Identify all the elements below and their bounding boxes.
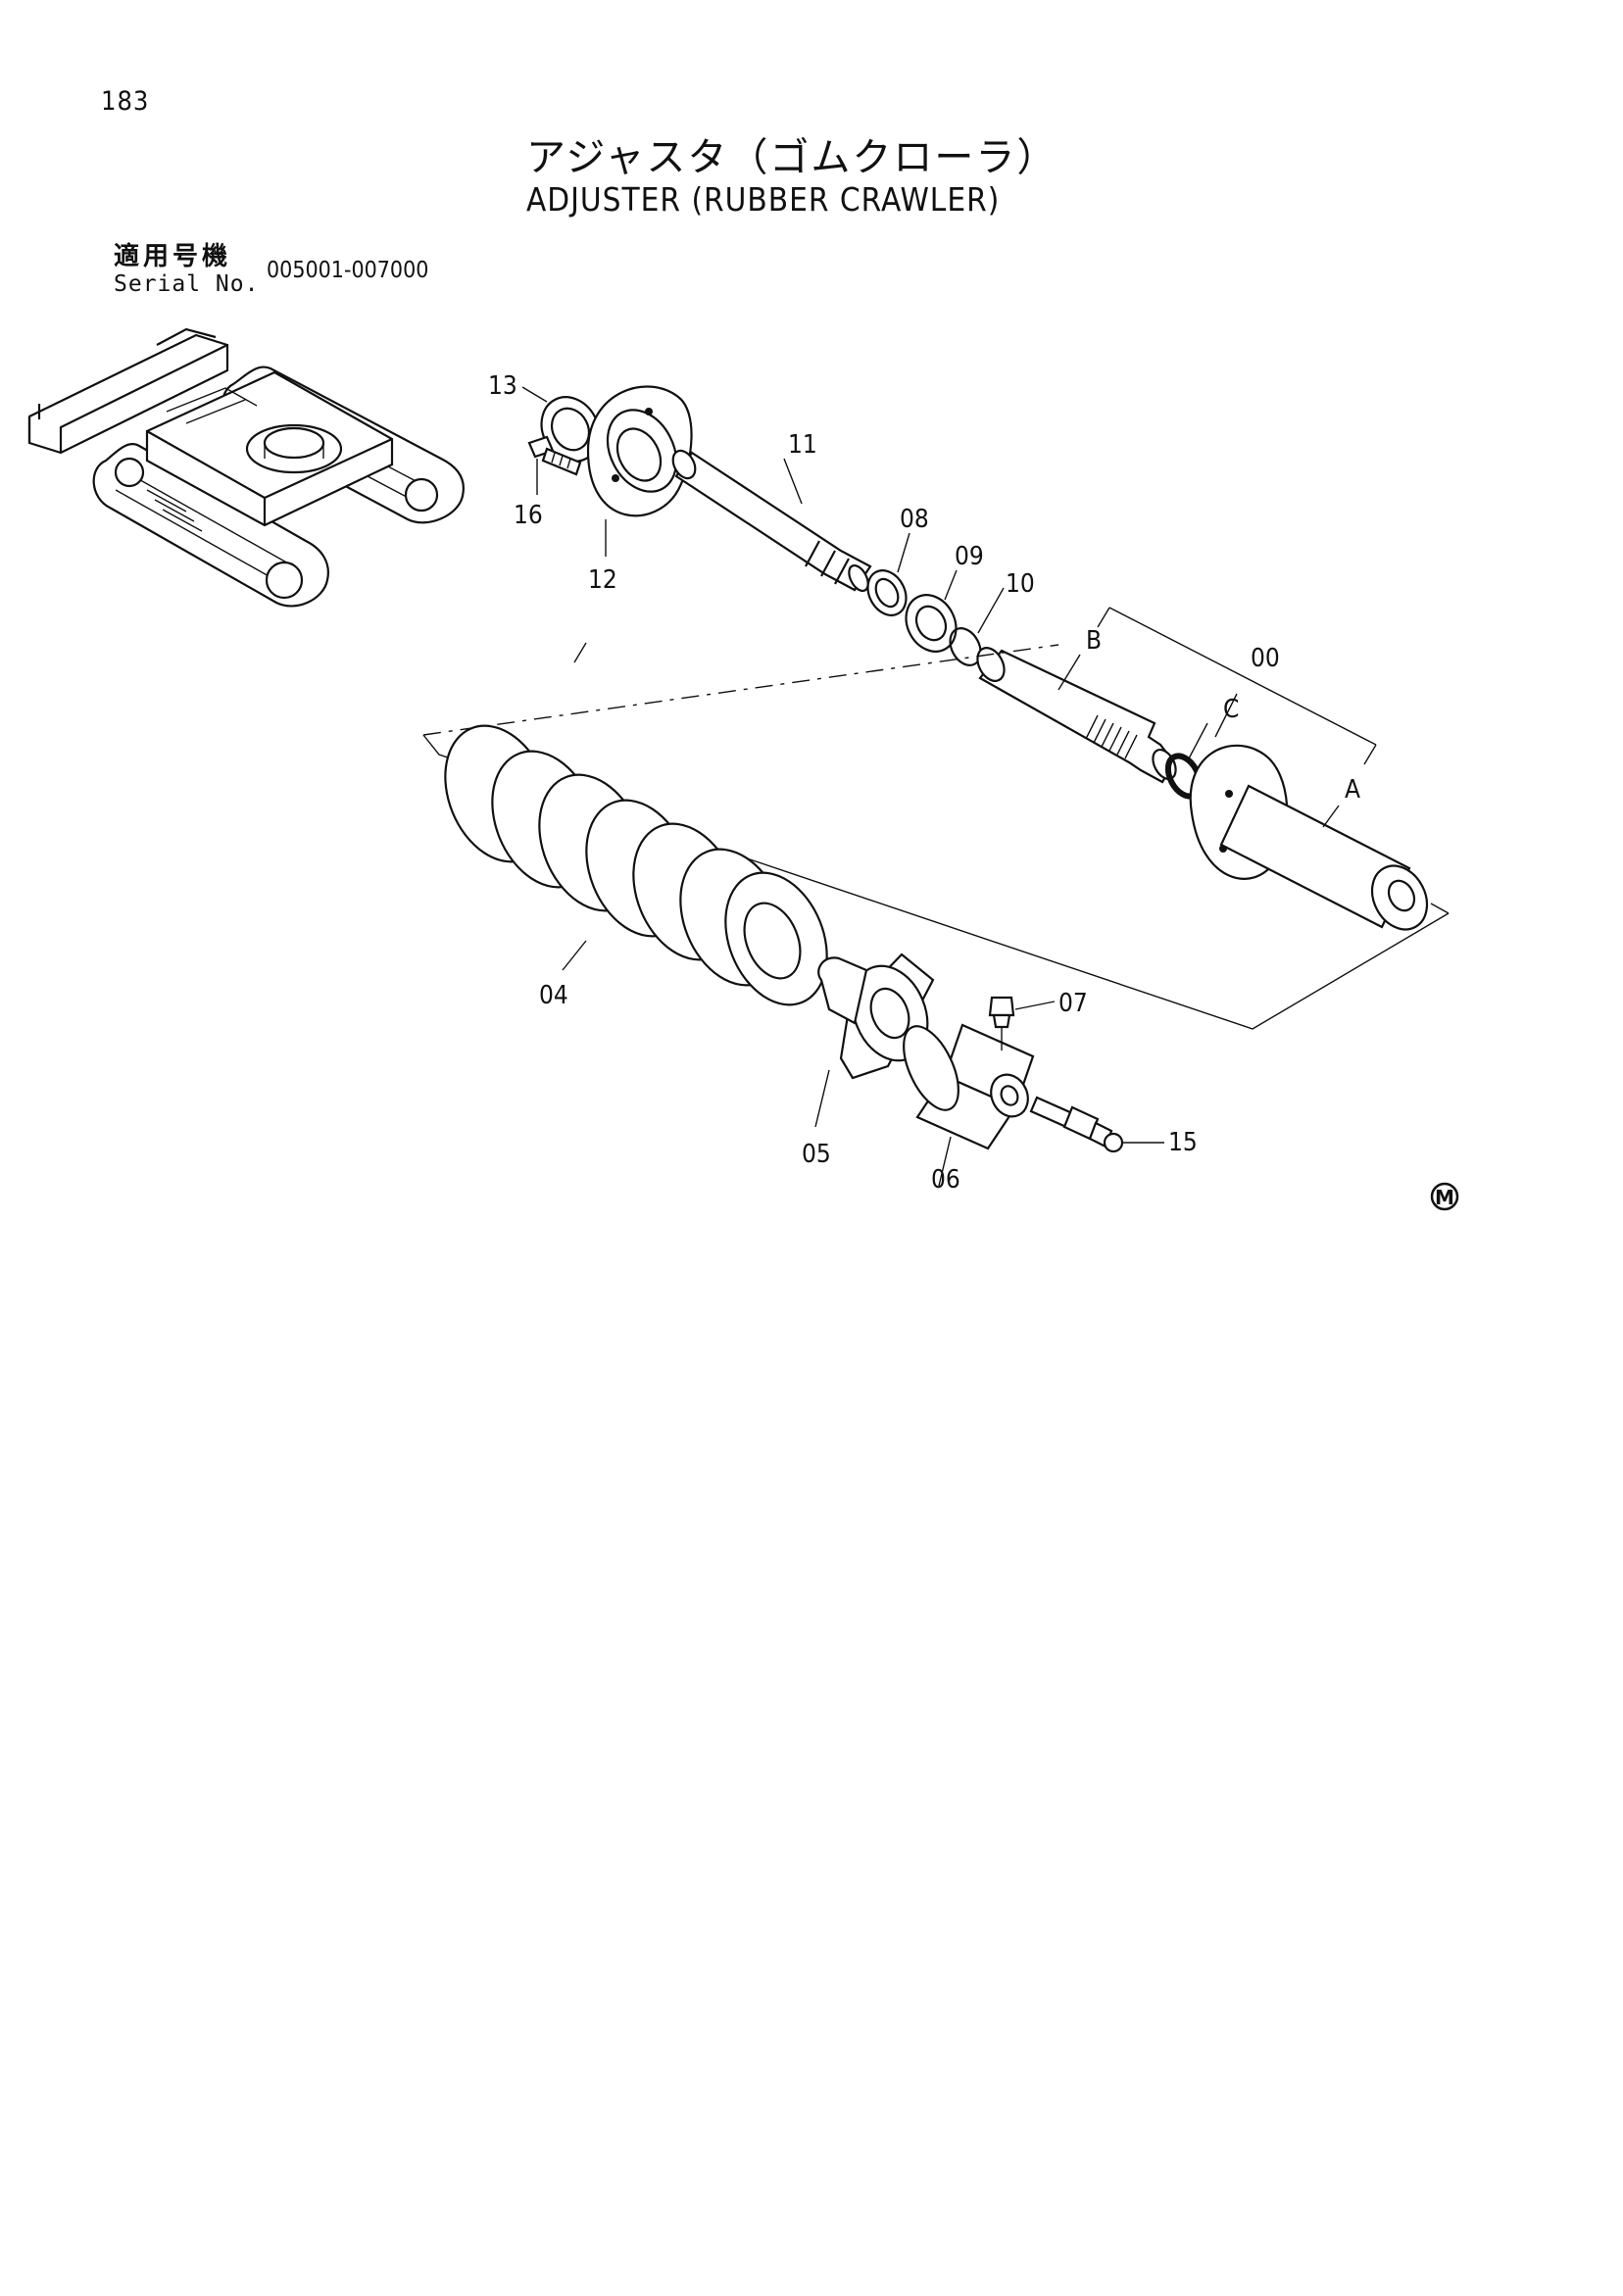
part-10-snap-ring [949, 627, 982, 666]
callout-10: 10 [1006, 569, 1035, 599]
part-15-grease-fitting [1029, 1096, 1124, 1153]
part-07-plug [988, 996, 1015, 1050]
callout-09: 09 [955, 542, 984, 571]
callout-05: 05 [802, 1140, 831, 1169]
part-09-seal [905, 594, 958, 653]
callout-C: C [1223, 695, 1239, 724]
serial-label-japanese: 適用号機 [114, 242, 232, 271]
page-title-japanese: アジャスタ（ゴムクローラ） [526, 135, 1058, 180]
callout-12: 12 [588, 565, 617, 595]
callout-A: A [1345, 775, 1360, 805]
part-16-bolt [527, 435, 582, 476]
serial-range: 005001-007000 [267, 258, 429, 283]
part-00-cylinder-assembly [976, 607, 1429, 931]
callout-08: 08 [900, 505, 929, 534]
callout-B: B [1086, 626, 1102, 656]
circled-m-mark: M [1430, 1182, 1459, 1211]
callout-11: 11 [788, 430, 817, 460]
part-11-rod [671, 449, 872, 593]
machine-overview-illustration [27, 327, 465, 608]
callout-16: 16 [514, 501, 543, 530]
page-number: 183 [101, 86, 150, 117]
callout-06: 06 [931, 1165, 960, 1195]
part-12-flange [586, 385, 693, 517]
mark-letter: M [1435, 1186, 1454, 1209]
part-06-cylinder-block [903, 1023, 1035, 1150]
part-08-ring [866, 569, 908, 616]
callout-00: 00 [1251, 644, 1280, 673]
callout-13: 13 [488, 371, 517, 401]
callout-04: 04 [539, 981, 568, 1010]
callout-15: 15 [1168, 1128, 1198, 1157]
page-title-english: ADJUSTER (RUBBER CRAWLER) [526, 180, 1001, 219]
part-04-coil-spring [444, 724, 828, 1006]
serial-label-english: Serial No. [114, 271, 260, 297]
callout-07: 07 [1058, 989, 1088, 1018]
